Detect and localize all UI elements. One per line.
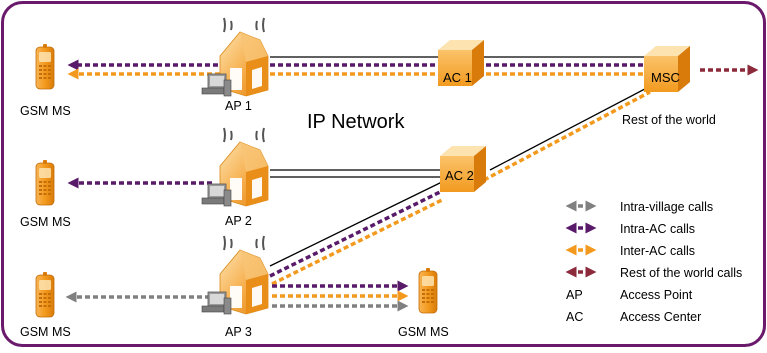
legend-abbr: AC <box>566 310 583 324</box>
access-point-icon <box>201 127 269 207</box>
network-label: IP Network <box>307 111 405 133</box>
gsm-ms-label: GSM MS <box>20 215 71 229</box>
ap-label: AP 3 <box>225 325 252 339</box>
link-ac2-msc <box>489 79 663 171</box>
access-point-icon <box>201 235 269 315</box>
gsm-phone-icon <box>35 43 55 90</box>
legend-abbr: AP <box>566 288 583 302</box>
legend-label: Inter-AC calls <box>620 244 695 258</box>
ip-links <box>269 56 663 267</box>
ac-label: AC 2 <box>445 168 474 183</box>
gsm-phone-icon <box>418 267 438 314</box>
legend-label: Rest of the world calls <box>620 266 742 280</box>
legend: Intra-village calls Intra-AC calls Inter… <box>565 200 742 324</box>
ac-label: AC 1 <box>443 70 472 85</box>
diagram-frame <box>1 1 766 347</box>
gsm-ms-label: GSM MS <box>20 325 71 339</box>
msc-label: MSC <box>651 70 680 85</box>
access-point-icon <box>201 17 269 97</box>
gsm-ms-label: GSM MS <box>398 325 449 339</box>
legend-abbr-meaning: Access Center <box>620 310 701 324</box>
call-ac2-msc-orange <box>483 90 651 182</box>
call-ap3-ac2-purple <box>269 190 441 278</box>
gsm-ms-label: GSM MS <box>20 104 71 118</box>
gsm-phone-icon <box>35 159 55 206</box>
legend-abbr-meaning: Access Point <box>620 288 693 302</box>
legend-label: Intra-AC calls <box>620 222 695 236</box>
legend-label: Intra-village calls <box>620 200 713 214</box>
ap-label: AP 2 <box>225 214 252 228</box>
msc-icon <box>644 46 690 92</box>
call-ap3-ac2-orange <box>271 198 443 286</box>
gsm-phone-icon <box>35 271 55 318</box>
rest-of-world-label: Rest of the world <box>622 113 716 127</box>
ap-label: AP 1 <box>225 99 252 113</box>
link-ap3-ac2 <box>269 179 447 267</box>
